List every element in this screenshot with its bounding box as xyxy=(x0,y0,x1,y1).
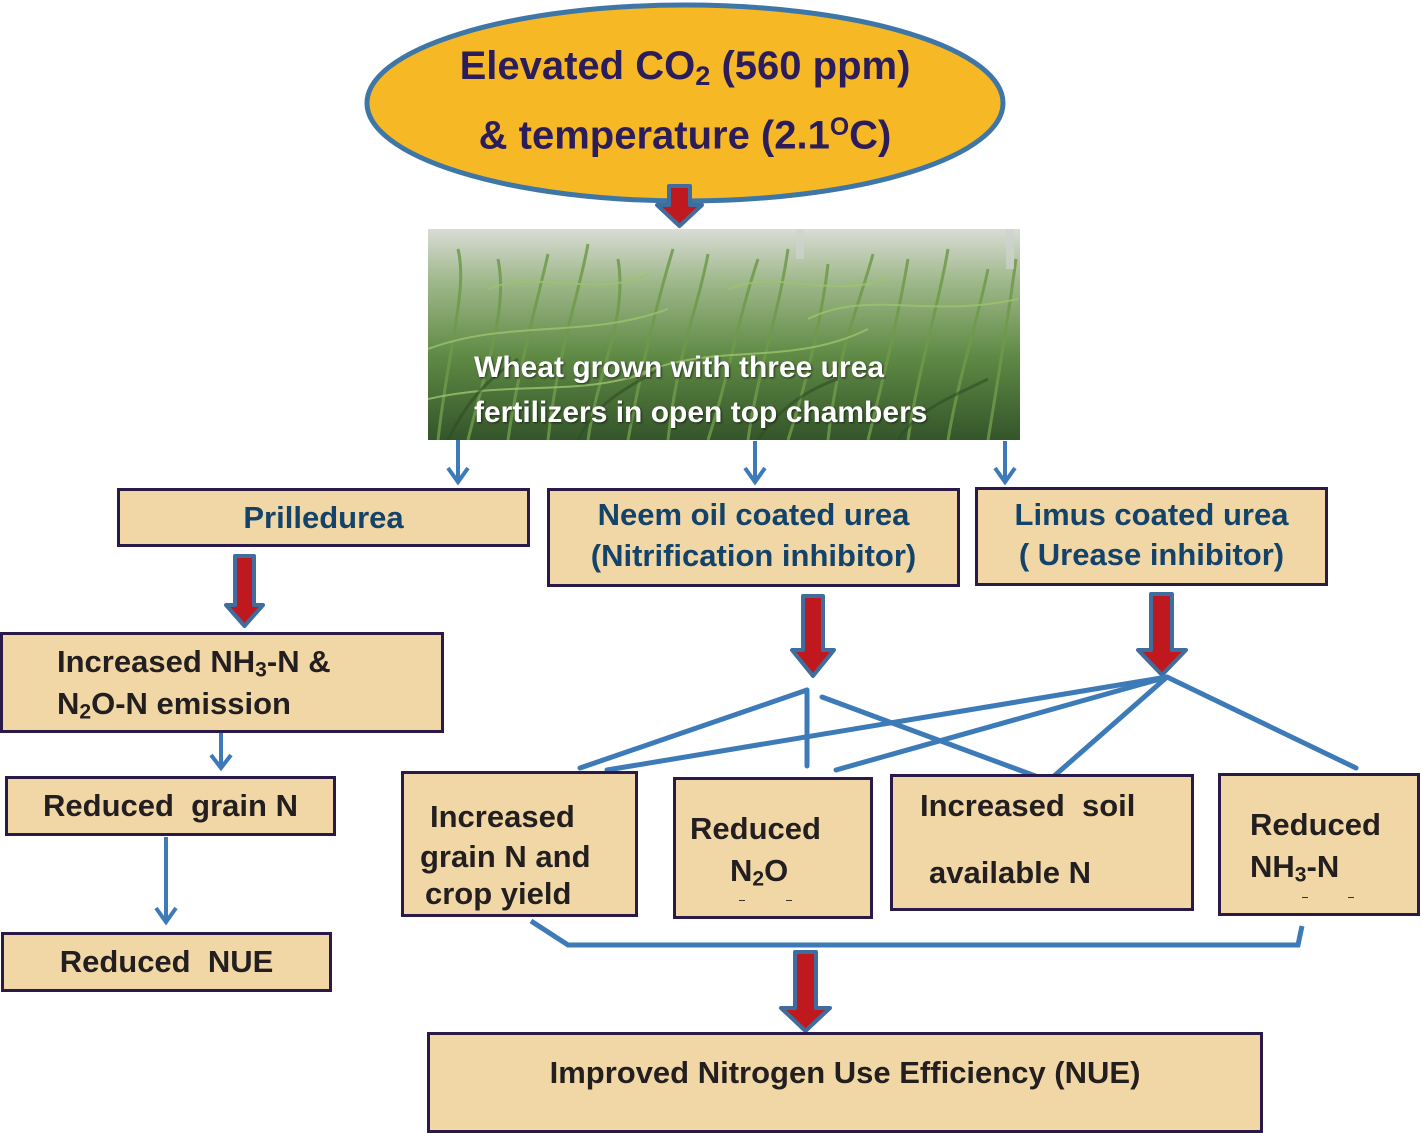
photo-to-fertilizer-arrows xyxy=(446,436,1017,486)
prilled-urea-box: Prilledurea xyxy=(117,488,530,547)
increased-grain-yield-line-1: Increased xyxy=(430,799,575,834)
urease-inhibitor-label: ( Urease inhibitor) xyxy=(1018,537,1285,572)
reduced-n2o-line-1: Reduced xyxy=(690,811,821,846)
reduced-nh3-box: Reduced NH3-N xyxy=(1218,773,1420,916)
increased-grain-yield-line-3: crop yield xyxy=(425,876,572,911)
increased-soil-n-line-2: available N xyxy=(929,855,1091,890)
neem-to-grain xyxy=(577,687,810,771)
increased-grain-yield-box: Increased grain N and crop yield xyxy=(401,771,638,917)
limus-to-soil xyxy=(1050,674,1170,780)
block-arrow-outcome xyxy=(779,950,832,1033)
limus-coated-urea-box: Limus coated urea ( Urease inhibitor) xyxy=(975,487,1328,586)
limus-coated-urea-label: Limus coated urea xyxy=(1014,497,1289,532)
outcome-bracket xyxy=(529,918,1305,948)
limus-to-grain xyxy=(604,674,1170,773)
reduced-n2o-line-2: N2O xyxy=(730,853,789,891)
elevated-co2-label: Elevated CO2 (560 ppm) & temperature (2.… xyxy=(370,40,1000,162)
reduced-n2o-box: Reduced N2O xyxy=(673,777,873,919)
neem-coated-urea-label: Neem oil coated urea xyxy=(597,497,910,532)
neem-to-soil xyxy=(819,694,1041,780)
nitrification-inhibitor-label: (Nitrification inhibitor) xyxy=(590,538,917,573)
ellipse-line-2: & temperature (2.1OC) xyxy=(478,113,892,158)
limus-to-nh3 xyxy=(1164,674,1359,771)
neem-coated-urea-box: Neem oil coated urea (Nitrification inhi… xyxy=(547,488,960,587)
dash-mark xyxy=(739,900,745,901)
increased-soil-n-box: Increased soil available N xyxy=(890,774,1194,911)
block-arrow-neem xyxy=(790,594,836,678)
block-arrow-prilled xyxy=(224,554,265,628)
dash-mark xyxy=(1348,897,1354,898)
reduced-nh3-line-1: Reduced xyxy=(1250,807,1381,842)
reduced-grain-n-label: Reduced grain N xyxy=(43,788,298,823)
prilled-urea-label: Prilledurea xyxy=(243,500,404,535)
reduced-nh3-line-2: NH3-N xyxy=(1250,849,1340,887)
effect-connectors xyxy=(577,674,1359,780)
increased-soil-n-line-1: Increased soil xyxy=(920,788,1136,823)
reduced-grain-n-box: Reduced grain N xyxy=(5,776,336,836)
limus-to-n2o xyxy=(833,674,1170,773)
increased-emission-line-1: Increased NH3-N & xyxy=(57,644,331,682)
prilled-chain-arrows xyxy=(154,733,233,926)
improved-nue-label: Improved Nitrogen Use Efficiency (NUE) xyxy=(549,1055,1141,1090)
increased-emission-line-2: N2O-N emission xyxy=(57,686,291,724)
block-arrow-top xyxy=(655,184,704,228)
increased-emission-box: Increased NH3-N & N2O-N emission xyxy=(0,632,444,733)
dash-mark xyxy=(1302,897,1308,898)
block-arrow-limus xyxy=(1136,592,1188,677)
ellipse-line-1: Elevated CO2 (560 ppm) xyxy=(459,44,911,91)
reduced-nue-label: Reduced NUE xyxy=(59,944,274,979)
wheat-field-image xyxy=(428,229,1020,440)
dash-mark xyxy=(786,900,792,901)
improved-nue-box: Improved Nitrogen Use Efficiency (NUE) xyxy=(427,1032,1263,1133)
reduced-nue-box: Reduced NUE xyxy=(1,932,332,992)
increased-grain-yield-line-2: grain N and xyxy=(420,839,591,874)
